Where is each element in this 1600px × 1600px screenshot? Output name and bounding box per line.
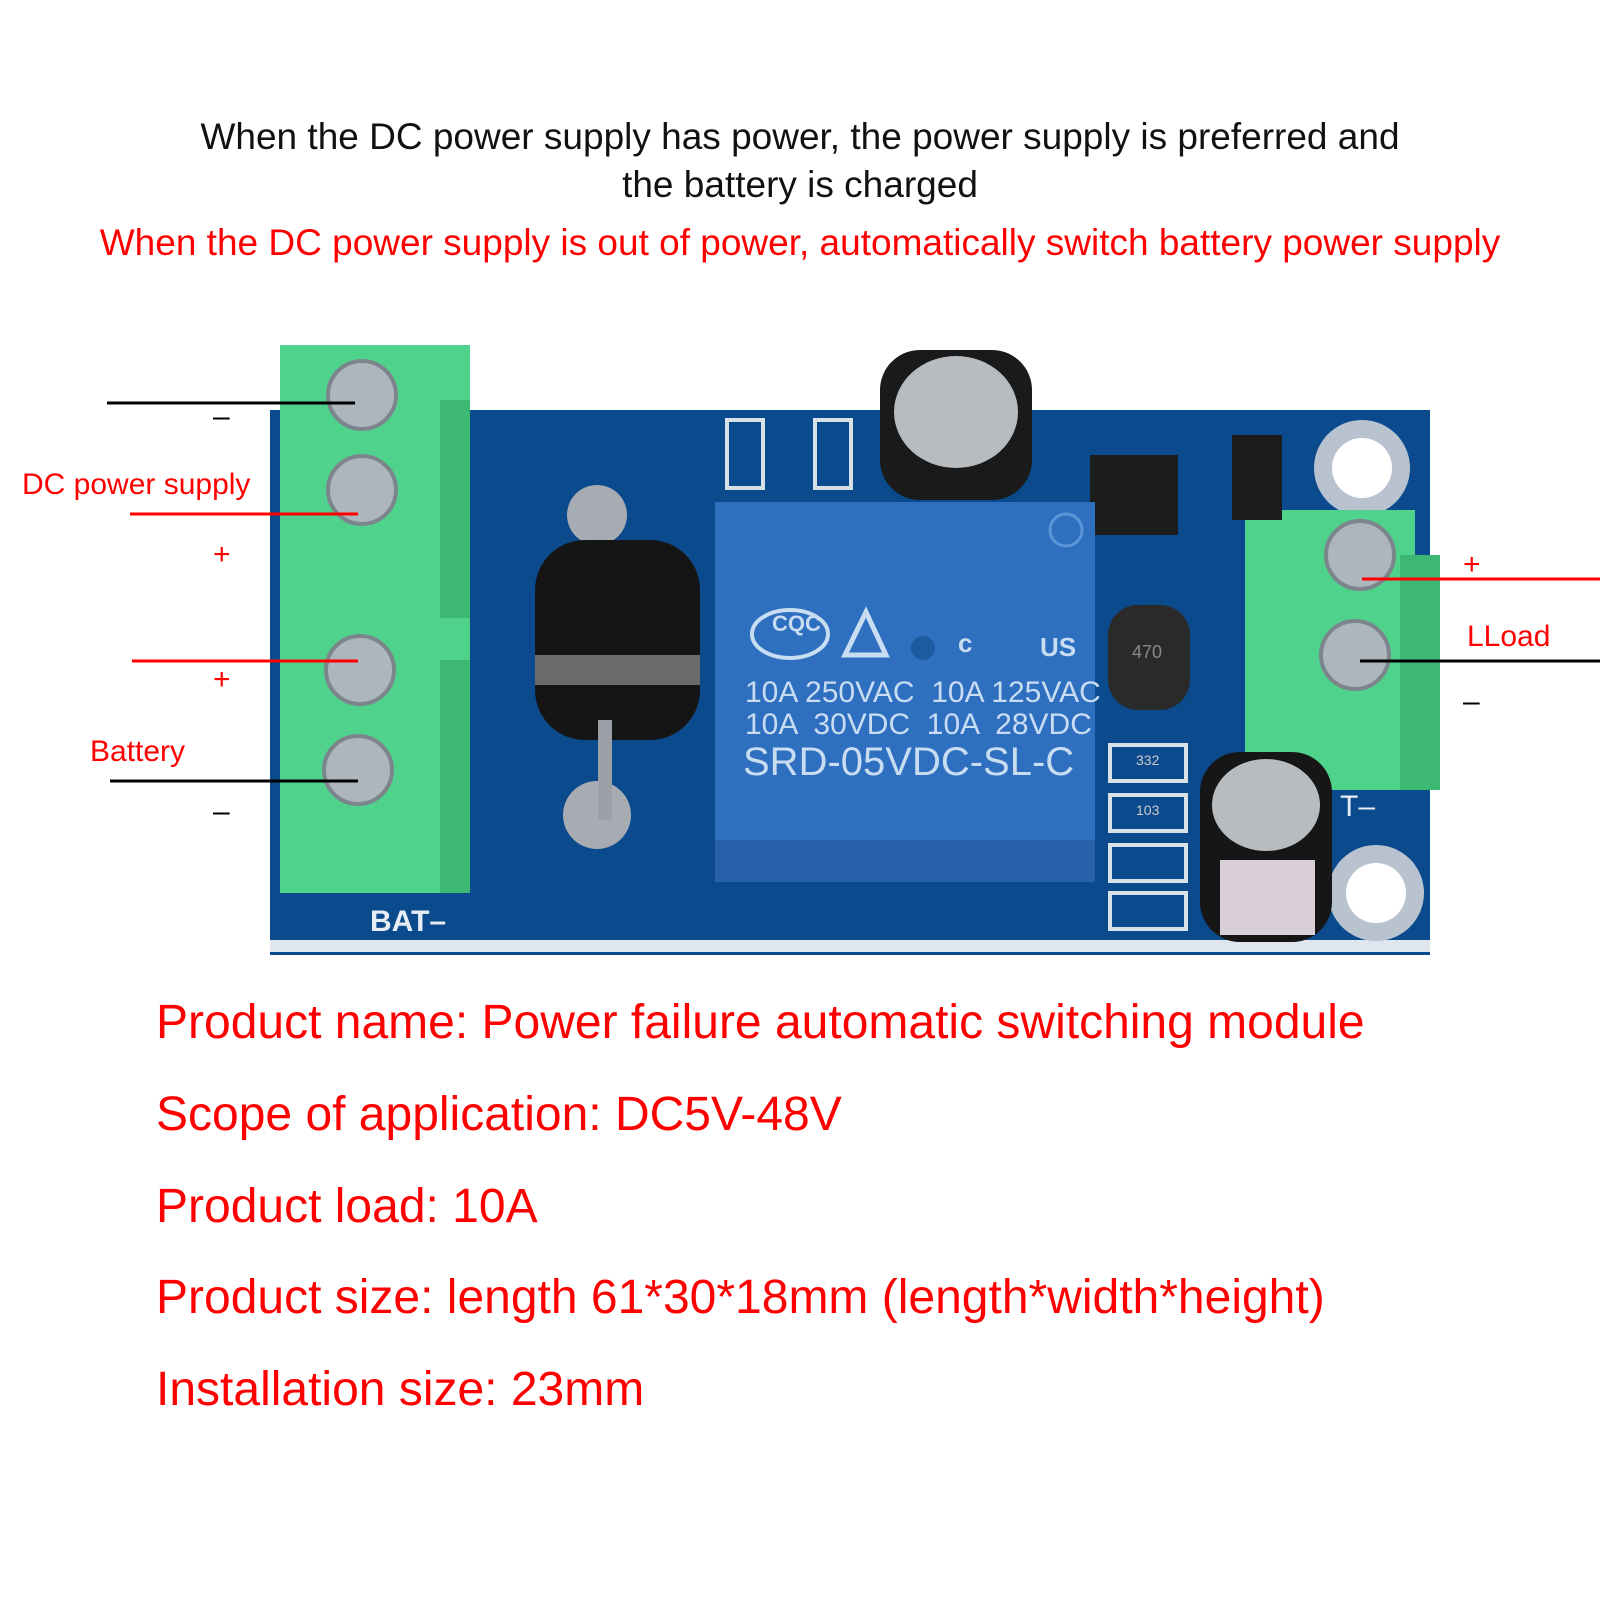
header-line-3: When the DC power supply is out of power…: [99, 222, 1501, 263]
capacitor-bottom: [1200, 752, 1332, 942]
relay-cqc-mark: CQC: [772, 611, 821, 636]
resistor-label-2: 103: [1136, 802, 1160, 818]
inductor-label: 470: [1132, 642, 1163, 662]
diode: [535, 485, 700, 849]
spec-size: Product size: length 61*30*18mm (length*…: [156, 1271, 1325, 1324]
load-label: LLoad: [1467, 620, 1551, 653]
relay-rating-1: 10A 250VAC 10A 125VAC: [745, 676, 1101, 709]
terminal-load: [1245, 510, 1440, 790]
spec-product-name: Product name: Power failure automatic sw…: [156, 996, 1365, 1049]
mounting-hole-top: [1314, 420, 1410, 516]
dc-supply-label: DC power supply: [22, 468, 251, 501]
battery-minus-sign: –: [213, 795, 230, 828]
small-smd: [725, 418, 1188, 931]
load-plus-sign: +: [1463, 548, 1481, 581]
relay: [715, 502, 1095, 882]
resistor-label-1: 332: [1136, 752, 1160, 768]
silk-out-minus: T–: [1340, 790, 1376, 823]
terminal-dc-input: [280, 345, 470, 620]
spec-scope: Scope of application: DC5V-48V: [156, 1088, 842, 1141]
terminal-battery: [280, 618, 470, 893]
relay-model: SRD-05VDC-SL-C: [743, 740, 1075, 784]
load-minus-sign: –: [1463, 685, 1480, 718]
relay-us-mark: US: [1040, 632, 1077, 662]
battery-label: Battery: [90, 735, 186, 768]
header-text: When the DC power supply has power, the …: [0, 113, 1600, 209]
header-line-1: When the DC power supply has power, the …: [200, 116, 1400, 157]
pcb-edge: [270, 940, 1430, 952]
silk-bat-minus: BAT–: [370, 905, 447, 938]
mounting-hole-bottom: [1328, 845, 1424, 941]
dc-plus-sign: +: [213, 538, 231, 571]
dc-minus-sign: –: [213, 400, 230, 433]
relay-rating-2: 10A 30VDC 10A 28VDC: [745, 708, 1092, 741]
capacitor-top: [880, 350, 1032, 500]
ic-chip: [1090, 435, 1282, 535]
header-line-2: the battery is charged: [622, 164, 978, 205]
battery-plus-sign: +: [213, 663, 231, 696]
relay-c-mark: c: [958, 628, 973, 658]
inductor: [1108, 605, 1190, 710]
product-image: [107, 345, 1600, 955]
spec-installation: Installation size: 23mm: [156, 1363, 645, 1416]
spec-load: Product load: 10A: [156, 1180, 538, 1233]
